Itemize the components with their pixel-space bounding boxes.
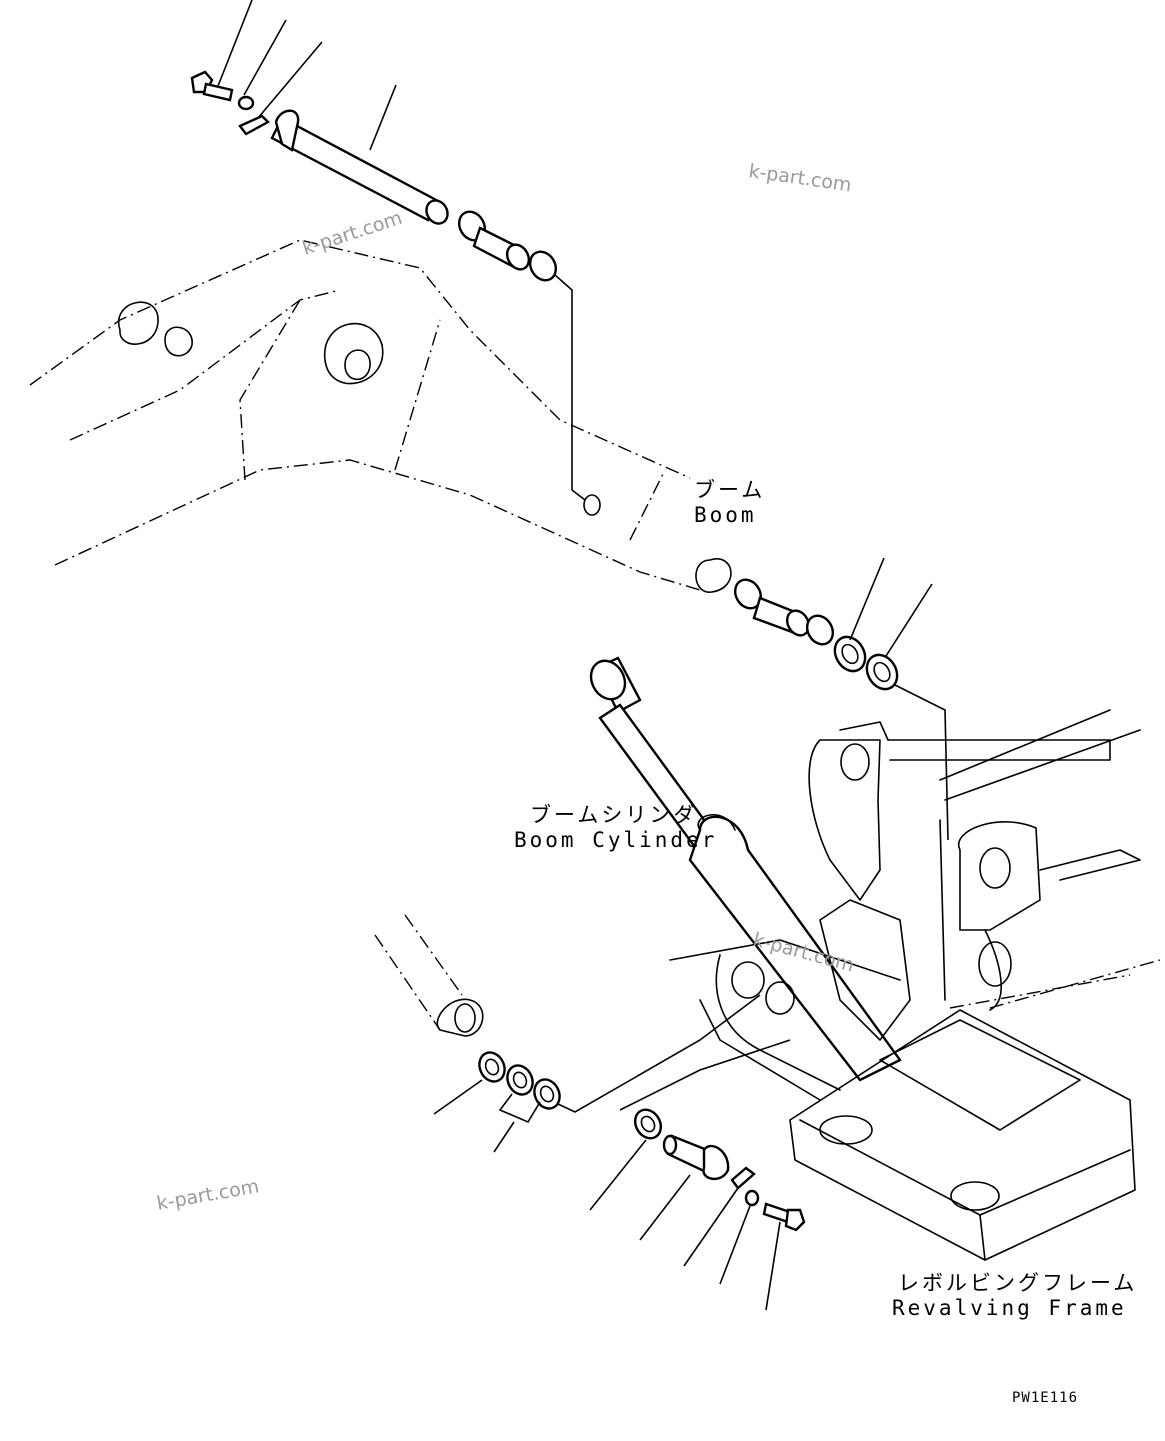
watermark: k-part.com	[300, 207, 405, 260]
lock-plate-top	[238, 114, 270, 136]
label-boom: ブーム Boom	[694, 478, 765, 527]
label-revolving-frame: レボルビングフレーム Revalving Frame	[892, 1271, 1137, 1320]
bushing-top	[472, 226, 531, 271]
lock-plate-lower	[730, 1166, 756, 1190]
watermark: k-part.com	[155, 1175, 261, 1215]
pin-lower	[662, 1134, 730, 1180]
boom-cylinder	[589, 656, 902, 1082]
cylinder-head-lower	[374, 914, 484, 1037]
shim-2	[865, 653, 899, 691]
label-revolving-frame-jp: レボルビングフレーム	[898, 1271, 1137, 1295]
pin-hole-boom	[583, 494, 601, 516]
washer-top	[237, 95, 255, 111]
label-boom-cylinder-jp: ブームシリンダ	[530, 803, 697, 827]
drawing-code: PW1E116	[1012, 1390, 1078, 1406]
bolt-top	[190, 70, 234, 102]
label-boom-jp: ブーム	[694, 478, 765, 502]
pin-top	[270, 109, 449, 225]
label-boom-cylinder-en: Boom Cylinder	[514, 828, 717, 852]
seal-ring-2	[528, 250, 558, 282]
washer-lower	[633, 1108, 663, 1140]
bolt-lower	[762, 1202, 806, 1232]
top-pin-assembly	[190, 70, 601, 516]
lower-pin-assembly	[433, 994, 806, 1311]
leader-lines-top	[217, 0, 586, 501]
washer-small-lower	[744, 1189, 760, 1207]
label-boom-en: Boom	[694, 503, 757, 527]
label-revolving-frame-en: Revalving Frame	[892, 1296, 1127, 1320]
shim-1	[833, 635, 867, 673]
label-boom-cylinder: ブームシリンダ Boom Cylinder	[514, 803, 717, 852]
boom-outline	[29, 239, 701, 591]
watermark: k-part.com	[747, 160, 853, 196]
revolving-frame	[669, 709, 1161, 1261]
middle-pin-stack	[695, 557, 949, 841]
